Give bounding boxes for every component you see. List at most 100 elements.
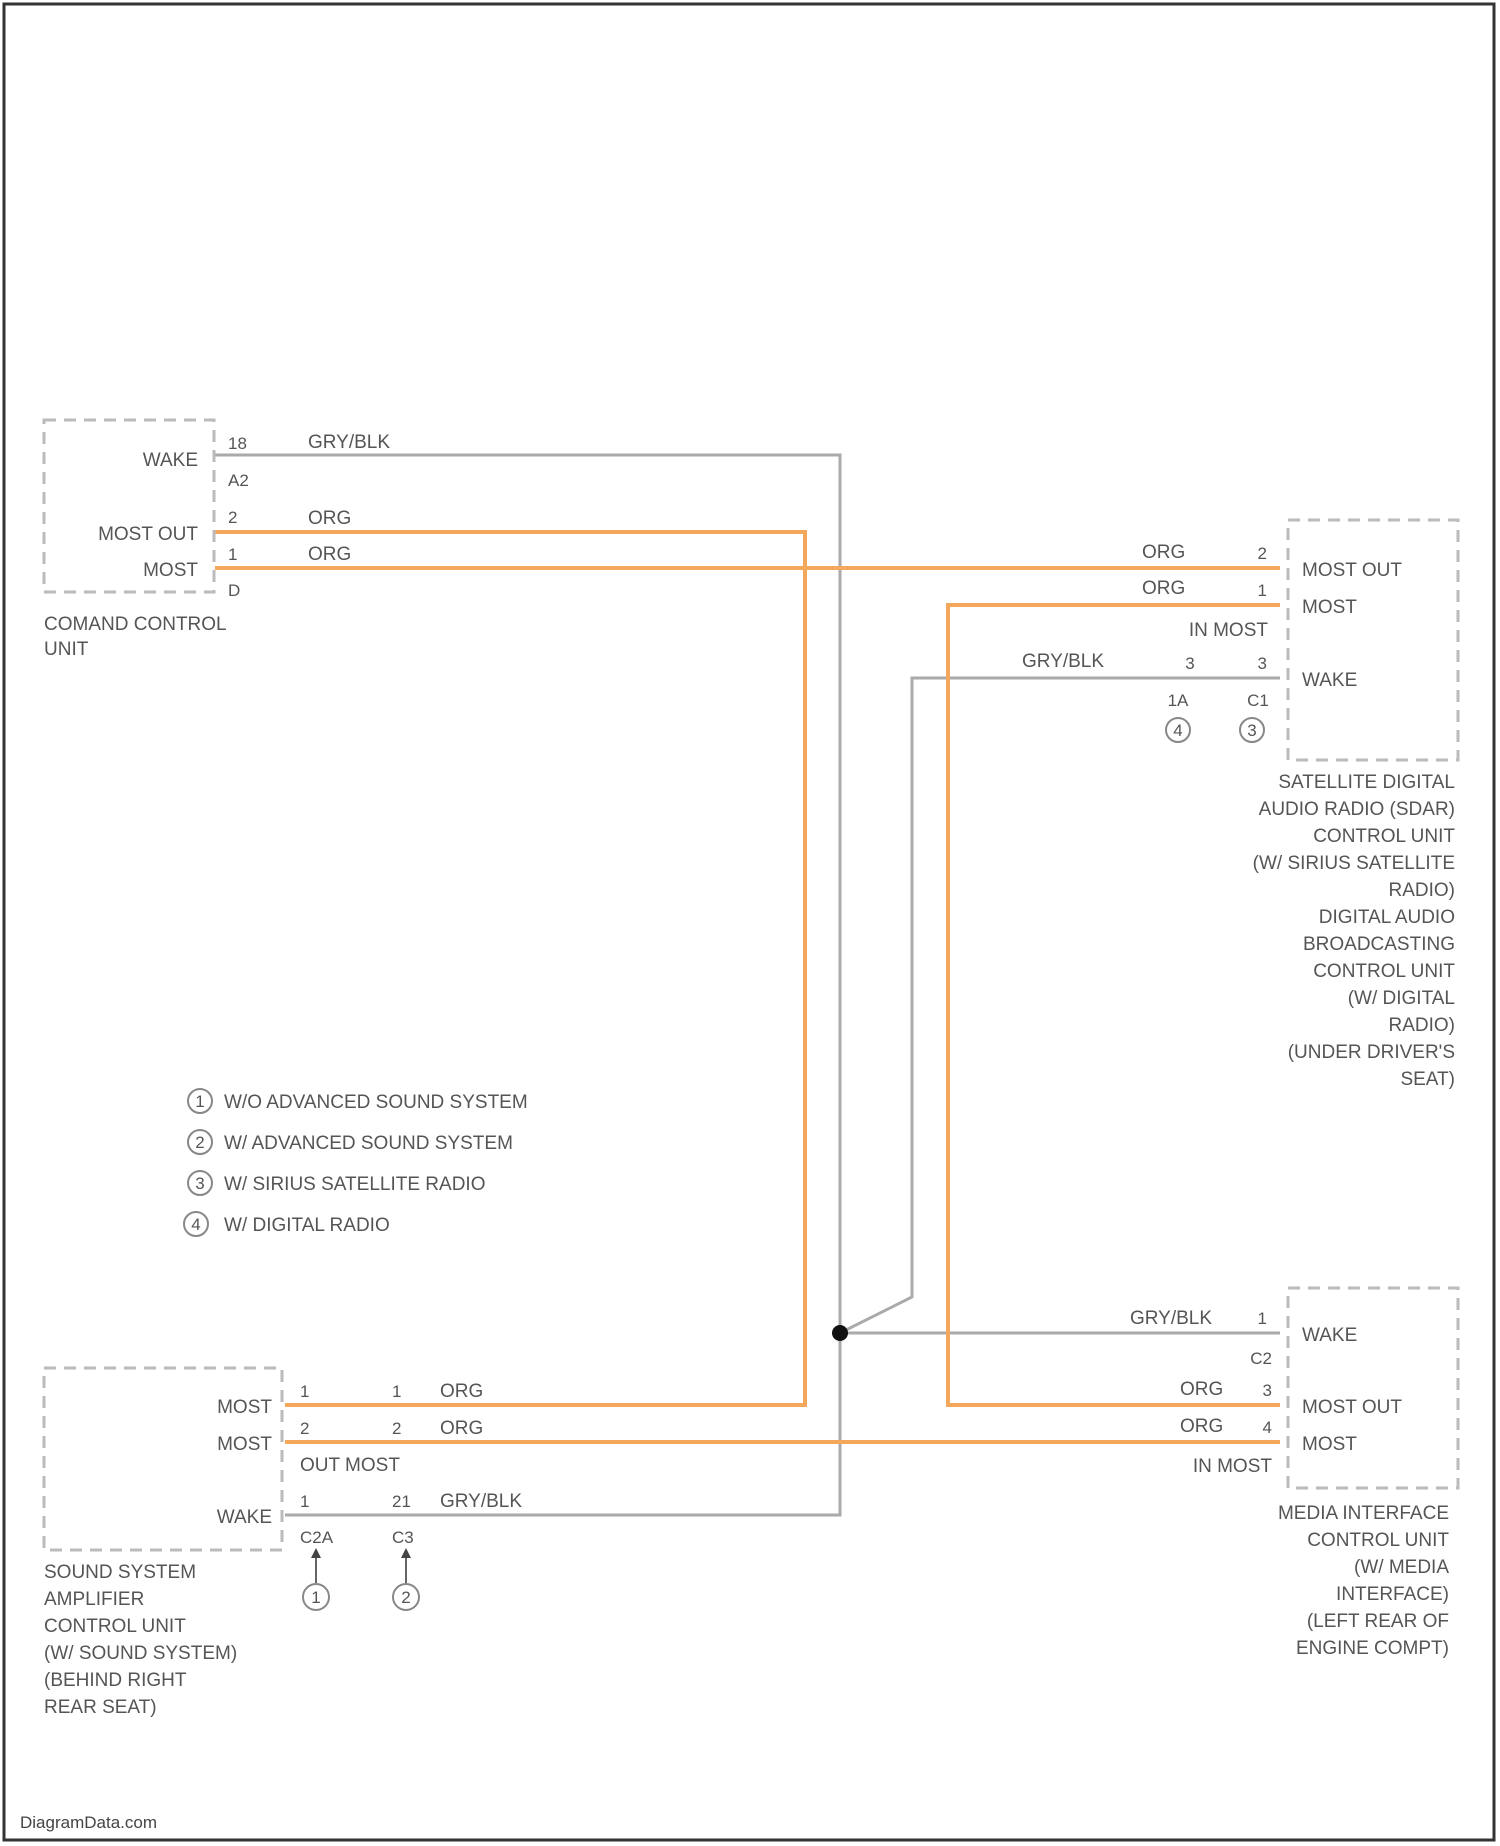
satellite-connector-c1: C1 [1247,691,1269,710]
amplifier-name-line: (BEHIND RIGHT [44,1670,187,1691]
satellite-connector-1a: 1A [1168,691,1189,710]
amplifier-name-line: SOUND SYSTEM [44,1562,196,1583]
satellite-in-most-label: IN MOST [1189,620,1269,641]
command-pin-most-label: MOST [143,560,198,581]
command-pin-wake-number: 18 [228,434,247,453]
amplifier-marker-arrow-c3 [401,1548,411,1558]
media-pin-most-label: MOST [1302,1434,1357,1455]
command-pin-most-number: 1 [228,545,237,564]
wire-label-gry-blk-command: GRY/BLK [308,432,390,453]
media-pin-most-out-label: MOST OUT [1302,1397,1402,1418]
command-connector-d: D [228,581,240,600]
wake-wire-command [215,455,840,1333]
satellite-pin-wake-label: WAKE [1302,670,1357,691]
command-unit-name-line2: UNIT [44,639,89,660]
satellite-name-line: RADIO) [1389,880,1456,901]
satellite-name-line: AUDIO RADIO (SDAR) [1259,799,1455,820]
satellite-unit-box [1288,520,1458,760]
satellite-name-line: (W/ SIRIUS SATELLITE [1253,853,1455,874]
satellite-pin-most-out-label: MOST OUT [1302,560,1402,581]
most-wires [215,532,1280,1442]
wire-label-org-amplifier-most-out: ORG [440,1381,483,1402]
satellite-name-line: (UNDER DRIVER'S [1288,1042,1455,1063]
amplifier-unit-name: SOUND SYSTEM AMPLIFIER CONTROL UNIT (W/ … [44,1562,237,1718]
media-in-most-label: IN MOST [1193,1456,1273,1477]
amplifier-pin-most-out-label: MOST [217,1397,272,1418]
satellite-pin-most-out-number: 2 [1258,544,1267,563]
media-interface-control-unit: WAKE MOST OUT MOST 1 C2 3 4 IN MOST MEDI… [1193,1288,1458,1659]
wire-label-gry-blk-media: GRY/BLK [1130,1308,1212,1329]
media-name-line: CONTROL UNIT [1307,1530,1449,1551]
satellite-variant-marker-1a-number: 4 [1173,721,1182,740]
amplifier-pin-most-out-number-b: 1 [392,1382,401,1401]
wake-wire-amplifier [285,1333,840,1515]
wire-label-org-amplifier-most: ORG [440,1418,483,1439]
amplifier-pin-wake-label: WAKE [217,1507,272,1528]
media-pin-most-out-number: 3 [1263,1381,1272,1400]
media-pin-wake-label: WAKE [1302,1325,1357,1346]
footer-watermark: DiagramData.com [20,1813,157,1832]
wire-label-gry-blk-amplifier: GRY/BLK [440,1491,522,1512]
amplifier-name-line: AMPLIFIER [44,1589,144,1610]
amplifier-name-line: CONTROL UNIT [44,1616,186,1637]
satellite-name-line: DIGITAL AUDIO [1319,907,1455,928]
satellite-name-line: CONTROL UNIT [1313,826,1455,847]
most-wire-command-to-amplifier [215,532,805,1405]
command-pin-most-out-number: 2 [228,508,237,527]
satellite-name-line: (W/ DIGITAL [1348,988,1455,1009]
satellite-pin-most-number: 1 [1258,581,1267,600]
legend-item-2-text: W/ ADVANCED SOUND SYSTEM [224,1133,513,1154]
wire-label-org-media-most: ORG [1180,1416,1223,1437]
amplifier-connector-c3: C3 [392,1528,414,1547]
legend: 1 W/O ADVANCED SOUND SYSTEM 2 W/ ADVANCE… [184,1089,528,1236]
satellite-pin-most-label: MOST [1302,597,1357,618]
command-connector-a2: A2 [228,471,249,490]
amplifier-marker-arrow-c2a [311,1548,321,1558]
legend-item-3-text: W/ SIRIUS SATELLITE RADIO [224,1174,485,1195]
media-unit-name: MEDIA INTERFACE CONTROL UNIT (W/ MEDIA I… [1278,1503,1449,1659]
amplifier-variant-marker-c3-number: 2 [401,1588,410,1607]
amplifier-variant-marker-c2a-number: 1 [311,1588,320,1607]
command-unit-name-line1: COMAND CONTROL [44,614,227,635]
wake-splice-dot [832,1325,848,1341]
satellite-name-line: SATELLITE DIGITAL [1278,772,1455,793]
wire-label-gry-blk-satellite: GRY/BLK [1022,651,1104,672]
wire-label-org-satellite-most-out: ORG [1142,542,1185,563]
satellite-name-line: RADIO) [1389,1015,1456,1036]
satellite-name-line: SEAT) [1400,1069,1455,1090]
media-name-line: INTERFACE) [1336,1584,1449,1605]
satellite-splice-number: 3 [1185,654,1194,673]
amplifier-pin-most-out-number-a: 1 [300,1382,309,1401]
command-pin-wake-label: WAKE [143,450,198,471]
command-pin-most-out-label: MOST OUT [98,524,198,545]
amplifier-pin-wake-number-b: 21 [392,1492,411,1511]
wake-wires [215,455,1280,1515]
satellite-variant-marker-c1-number: 3 [1247,721,1256,740]
media-pin-wake-number: 1 [1258,1309,1267,1328]
amplifier-pin-most-number-a: 2 [300,1419,309,1438]
legend-marker-3-number: 3 [195,1174,204,1193]
legend-marker-4-number: 4 [191,1215,200,1234]
page-frame [4,4,1494,1840]
amplifier-name-line: (W/ SOUND SYSTEM) [44,1643,237,1664]
amplifier-pin-most-number-b: 2 [392,1419,401,1438]
media-name-line: (LEFT REAR OF [1307,1611,1449,1632]
satellite-unit-name: SATELLITE DIGITAL AUDIO RADIO (SDAR) CON… [1253,772,1456,1090]
legend-marker-1-number: 1 [195,1092,204,1111]
media-unit-box [1288,1288,1458,1488]
amplifier-connector-c2a: C2A [300,1528,334,1547]
wire-label-org-satellite-most: ORG [1142,578,1185,599]
satellite-name-line: BROADCASTING [1303,934,1455,955]
media-pin-most-number: 4 [1263,1418,1272,1437]
amplifier-name-line: REAR SEAT) [44,1697,157,1718]
most-wire-satellite-to-media [948,605,1280,1405]
media-name-line: ENGINE COMPT) [1296,1638,1449,1659]
amplifier-control-unit: MOST MOST WAKE 1 2 1 1 2 21 OUT MOST C2A… [44,1368,419,1718]
wire-label-org-media-most-out: ORG [1180,1379,1223,1400]
wire-label-org-command-most-out: ORG [308,508,351,529]
legend-item-4-text: W/ DIGITAL RADIO [224,1215,390,1236]
media-connector-c2: C2 [1250,1349,1272,1368]
legend-marker-2-number: 2 [195,1133,204,1152]
media-name-line: (W/ MEDIA [1354,1557,1449,1578]
